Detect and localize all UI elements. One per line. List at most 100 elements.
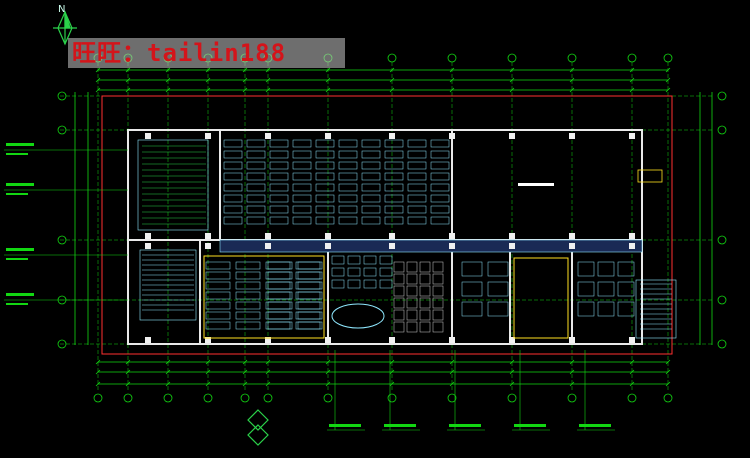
left-callout-text-bar	[6, 293, 34, 296]
dim-tick	[165, 359, 171, 365]
axis-bubble	[57, 235, 67, 245]
dim-tick	[125, 77, 131, 83]
desk	[430, 161, 450, 170]
axis-bubble	[93, 393, 103, 403]
desk	[407, 183, 427, 192]
axis-bubble	[507, 393, 517, 403]
desk-clusters	[205, 139, 635, 333]
desk	[393, 321, 405, 333]
axis-bubble	[717, 235, 727, 245]
column	[205, 133, 211, 139]
dim-tick	[389, 87, 395, 93]
stair-core	[137, 139, 677, 339]
dim-tick	[165, 67, 171, 73]
left-callout-text-bar	[6, 248, 34, 251]
desk	[597, 261, 615, 277]
column	[509, 337, 515, 343]
callout-text-bar	[579, 424, 611, 427]
column	[449, 243, 455, 249]
axis-bubble	[57, 91, 67, 101]
column	[389, 243, 395, 249]
desk	[419, 297, 431, 309]
desk	[246, 216, 266, 225]
desk	[379, 279, 393, 289]
dim-tick	[242, 67, 248, 73]
axis-grid-lines	[57, 53, 727, 403]
column	[325, 133, 331, 139]
dim-tick	[389, 77, 395, 83]
desk	[265, 261, 291, 270]
callout-text-bar	[329, 424, 361, 427]
desk	[361, 161, 381, 170]
axis-bubble	[567, 393, 577, 403]
desk	[315, 139, 335, 148]
desk	[393, 285, 405, 297]
column	[325, 233, 331, 239]
desk	[235, 261, 261, 270]
desk	[235, 321, 261, 330]
desk	[269, 150, 289, 159]
desk	[315, 205, 335, 214]
meeting-table	[331, 303, 385, 329]
desk	[297, 321, 323, 330]
column	[629, 243, 635, 249]
desk	[361, 205, 381, 214]
dim-tick	[265, 359, 271, 365]
red-boundary	[101, 95, 673, 355]
desk	[407, 205, 427, 214]
desk	[487, 281, 509, 297]
column	[569, 243, 575, 249]
dim-tick	[389, 67, 395, 73]
corridor-band	[219, 239, 643, 253]
desk	[347, 255, 361, 265]
axis-bubble	[717, 125, 727, 135]
axis-bubble	[717, 91, 727, 101]
desk	[487, 261, 509, 277]
column	[629, 337, 635, 343]
column	[325, 243, 331, 249]
dim-tick	[165, 77, 171, 83]
desk	[430, 172, 450, 181]
dim-tick	[205, 87, 211, 93]
desk	[384, 216, 404, 225]
stair-treads	[142, 145, 672, 330]
axis-bubble	[240, 393, 250, 403]
column	[449, 233, 455, 239]
desk	[379, 267, 393, 277]
desk	[315, 161, 335, 170]
structural-columns	[145, 133, 635, 343]
desk	[347, 279, 361, 289]
desk	[246, 205, 266, 214]
desk	[406, 273, 418, 285]
callout-text-bar	[384, 424, 416, 427]
desk	[461, 261, 483, 277]
desk	[269, 216, 289, 225]
desk	[577, 261, 595, 277]
dim-tick	[205, 359, 211, 365]
axis-bubble	[387, 53, 397, 63]
column	[325, 337, 331, 343]
desk	[384, 183, 404, 192]
left-callouts	[4, 143, 128, 305]
dim-tick	[125, 87, 131, 93]
desk	[246, 194, 266, 203]
desk	[205, 301, 231, 310]
column	[509, 243, 515, 249]
dim-tick	[95, 381, 101, 387]
dim-tick	[449, 87, 455, 93]
desk	[269, 183, 289, 192]
column	[145, 337, 151, 343]
desk	[430, 194, 450, 203]
desk	[292, 172, 312, 181]
desk	[269, 172, 289, 181]
callout-text-bar	[449, 424, 481, 427]
dim-tick	[265, 87, 271, 93]
desk	[205, 281, 231, 290]
desk	[407, 216, 427, 225]
desk	[407, 139, 427, 148]
desk	[295, 281, 321, 290]
desk	[205, 271, 231, 280]
desk	[292, 194, 312, 203]
desk	[384, 194, 404, 203]
